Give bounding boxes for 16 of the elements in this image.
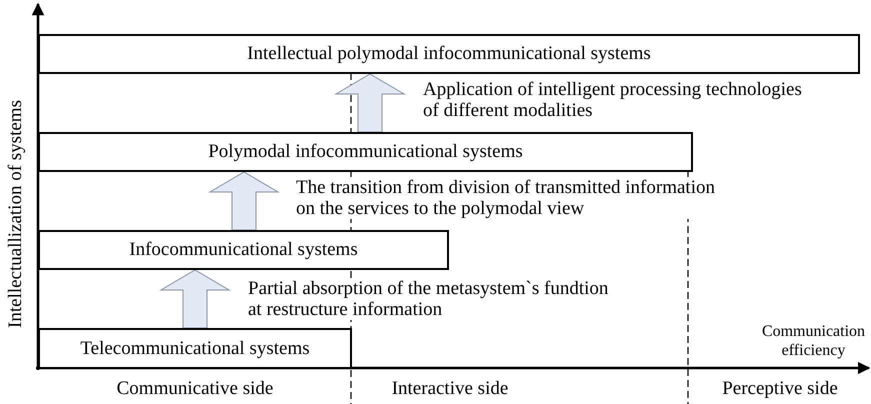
axis-category-label: Communicative side (116, 380, 274, 398)
system-box (38, 328, 352, 369)
box-text: Infocommunicational systems (129, 239, 358, 261)
box-text: Telecommunicational systems (80, 338, 310, 360)
system-box (38, 132, 693, 172)
axis-title: Intellectuallization of systems (7, 99, 25, 330)
block-arrow (334, 73, 406, 132)
box-text: Intellectual polymodal infocommunicational systems (247, 43, 651, 65)
block-arrow (159, 269, 231, 328)
system-box (38, 230, 449, 270)
axis-category-label: Perceptive side (721, 380, 839, 398)
system-box (38, 34, 860, 74)
block-arrow (208, 171, 280, 230)
axis-title: Communication efficiency (760, 322, 866, 360)
box-text: Polymodal infocommunicational systems (208, 141, 523, 163)
axis-category-label: Interactive side (390, 380, 510, 398)
